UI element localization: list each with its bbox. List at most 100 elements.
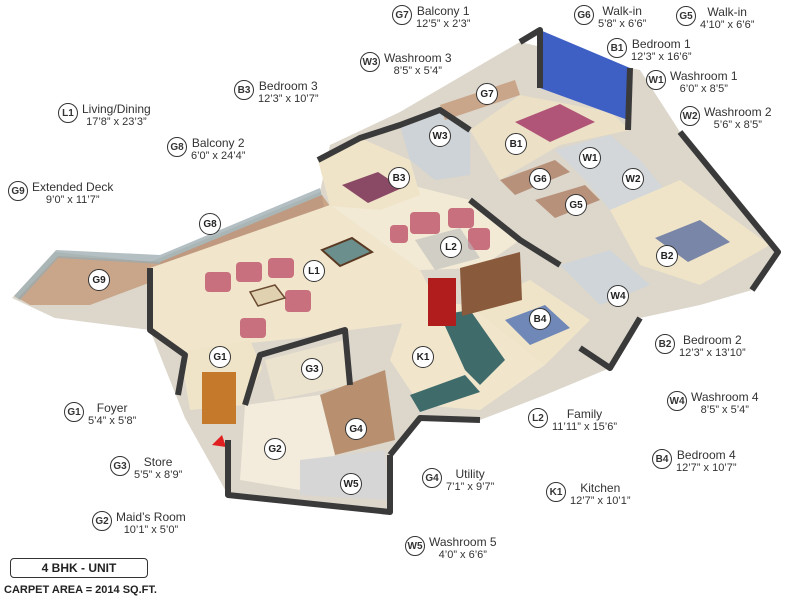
badge-b2: B2 [656,245,678,267]
badge-g9: G9 [88,269,110,291]
legend-name: Store [143,455,173,469]
legend-name: Washroom 2 [704,105,772,119]
badge-k1: K1 [412,346,434,368]
entry-arrow [212,435,226,447]
legend-code: L2 [528,408,548,428]
carpet-area-text: CARPET AREA = 2014 SQ.FT. [4,584,157,596]
badge-w1: W1 [579,147,601,169]
legend-name: Balcony 2 [191,136,245,150]
legend-dim: 12’7” x 10’1” [570,495,631,507]
legend-dim: 17’8” x 23’3” [86,116,147,128]
kitchen-counter [440,310,505,385]
legend-name: Washroom 4 [691,390,759,404]
legend-name: Family [566,407,603,421]
legend-name: Bedroom 2 [682,333,742,347]
legend-dim: 11’11” x 15’6” [552,421,618,433]
badge-w2: W2 [622,168,644,190]
badge-g1: G1 [209,346,231,368]
legend-dim: 5’6” x 8’5” [713,119,762,131]
legend-dim: 12’3” x 16’6” [631,51,692,63]
legend-dim: 12’3” x 13’10” [679,347,746,359]
kitchen-counter-2 [410,375,480,412]
legend-name: Bedroom 3 [258,79,318,93]
legend-code: W5 [405,536,425,556]
legend-code: K1 [546,482,566,502]
legend-code: G4 [422,468,442,488]
bedroom1-bed [515,104,595,142]
legend-code: B4 [652,449,672,469]
unit-type-badge: 4 BHK - UNIT [10,558,148,578]
dining-table [320,236,375,268]
badge-b4: B4 [529,308,551,330]
legend-code: G6 [574,5,594,25]
legend-dim: 5’4” x 5’8” [88,415,137,427]
kitchen-cabinet [460,252,522,316]
badge-g2: G2 [264,438,286,460]
legend-dim: 8’5” x 5’4” [700,404,749,416]
legend-code: G9 [8,181,28,201]
legend-dim: 12’7” x 10’7” [676,462,737,474]
legend-dim: 8’5” x 5’4” [393,65,442,77]
legend-code: W3 [360,52,380,72]
legend-code: G3 [110,456,130,476]
legend-dim: 6’0” x 8’5” [679,83,728,95]
legend-name: Washroom 5 [429,535,497,549]
legend-name: Washroom 1 [670,69,738,83]
living-floor [150,205,445,355]
legend-name: Living/Dining [82,102,151,116]
legend-code: G8 [167,137,187,157]
legend-dim: 12’3” x 10’7” [258,93,319,105]
badge-g5: G5 [565,194,587,216]
legend-code: B3 [234,80,254,100]
badge-b3: B3 [388,167,410,189]
badge-g4: G4 [345,418,367,440]
legend-code: G5 [676,6,696,26]
legend-dim: 5’8” x 6’6” [598,18,647,30]
legend-name: Bedroom 1 [631,37,691,51]
legend-dim: 12’5” x 2’3” [416,18,471,30]
refrigerator [428,278,456,326]
legend-code: B2 [655,334,675,354]
legend-code: G2 [92,511,112,531]
legend-code: G7 [392,5,412,25]
badge-g7: G7 [476,83,498,105]
legend-name: Walk-in [707,5,747,19]
badge-g3: G3 [301,358,323,380]
badge-b1: B1 [505,133,527,155]
badge-w4: W4 [607,285,629,307]
legend-code: G1 [64,402,84,422]
badge-l1: L1 [303,260,325,282]
legend-name: Bedroom 4 [676,448,736,462]
legend-name: Walk-in [602,4,642,18]
living-furniture [205,208,490,338]
legend-dim: 5’5” x 8’9” [134,469,183,481]
entry-door [202,372,236,424]
legend-name: Utility [455,467,485,481]
legend-code: W2 [680,106,700,126]
legend-name: Maid’s Room [116,510,186,524]
legend-name: Foyer [96,401,128,415]
legend-dim: 7’1” x 9’7” [446,481,495,493]
bedroom1-accent-wall [540,30,630,120]
badge-g6: G6 [529,168,551,190]
legend-name: Balcony 1 [416,4,470,18]
